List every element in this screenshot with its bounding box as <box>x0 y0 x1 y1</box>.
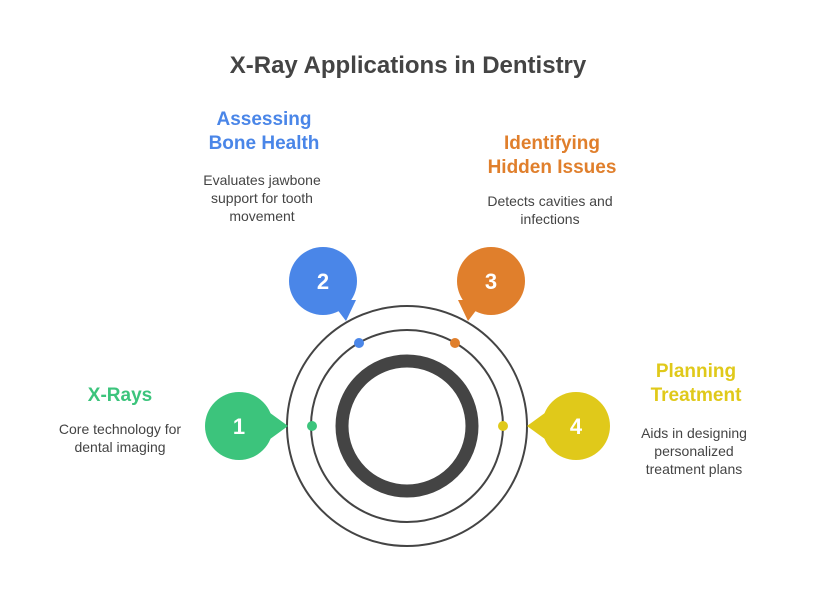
outer-ring <box>286 305 528 547</box>
step-3-heading: Identifying Hidden Issues <box>487 133 617 178</box>
step-4-heading: Planning Treatment <box>650 361 742 406</box>
marker-dot-3 <box>450 338 460 348</box>
step-1-heading: X-Rays <box>87 385 153 406</box>
step-1-number: 1 <box>233 414 245 439</box>
page-title: X-Ray Applications in Dentistry <box>229 52 587 79</box>
step-4-description: Aids in designing personalized treatment… <box>641 425 747 477</box>
step-2-number: 2 <box>317 269 329 294</box>
step-1-description: Core technology for dental imaging <box>58 421 182 455</box>
step-3-bubble: 3 <box>457 247 525 321</box>
step-2-heading: Assessing Bone Health <box>208 109 320 154</box>
inner-ring <box>335 354 479 498</box>
marker-dot-4 <box>498 421 508 431</box>
marker-dot-2 <box>354 338 364 348</box>
step-2-description: Evaluates jawbone support for tooth move… <box>203 172 321 224</box>
step-3-description: Detects cavities and infections <box>487 193 613 227</box>
step-4-bubble: 4 <box>527 392 610 460</box>
step-3-number: 3 <box>485 269 497 294</box>
step-2-bubble: 2 <box>289 247 357 321</box>
marker-dot-1 <box>307 421 317 431</box>
step-4-number: 4 <box>570 414 583 439</box>
step-1-bubble: 1 <box>205 392 288 460</box>
